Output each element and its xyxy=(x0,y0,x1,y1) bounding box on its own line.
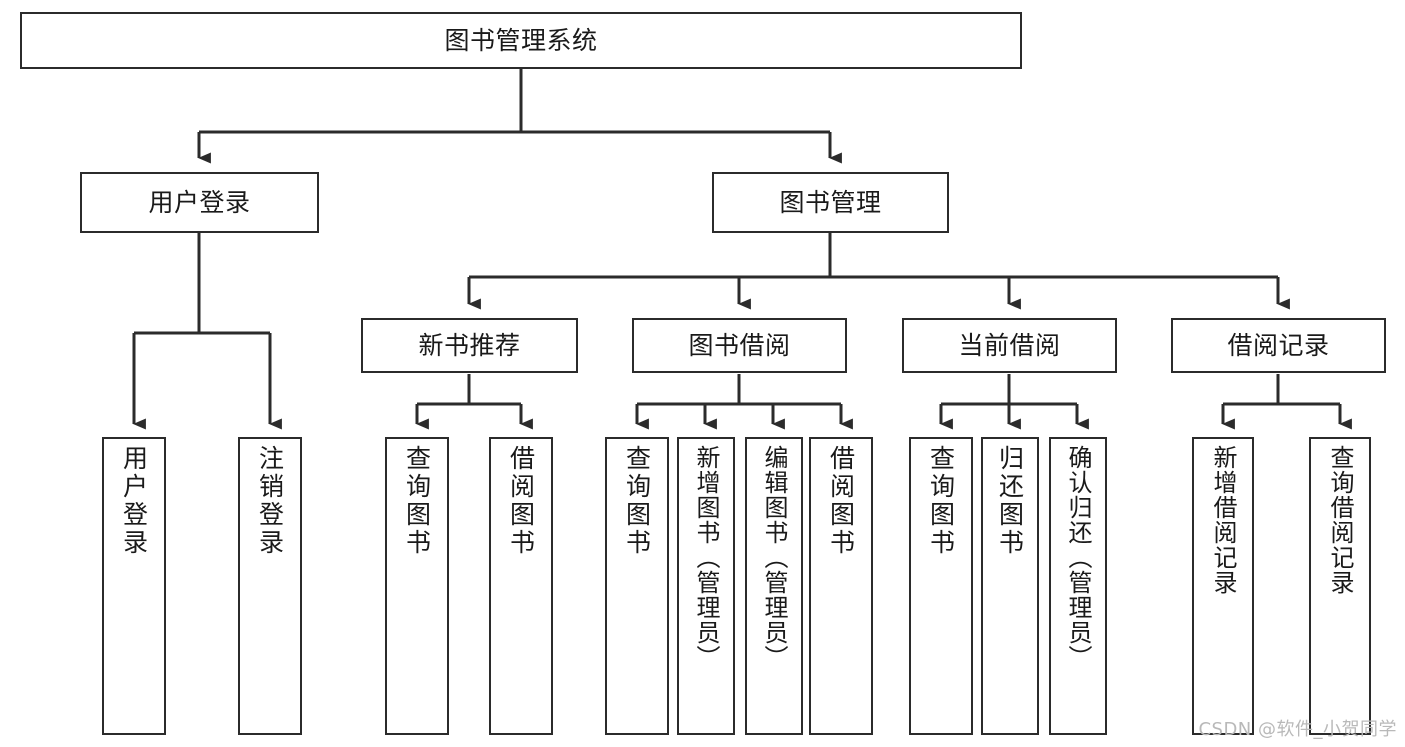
node-user-login[interactable]: 用户登录 xyxy=(80,172,319,233)
leaf-book-borrow-add-book-admin[interactable]: 新增图书（管理员） xyxy=(677,437,735,735)
leaf-current-borrow-return-books[interactable]: 归还图书 xyxy=(981,437,1039,735)
node-label: 图书管理系统 xyxy=(444,26,598,55)
node-label: 借阅记录 xyxy=(1227,331,1330,360)
node-label: 借阅图书 xyxy=(826,445,856,557)
node-new-book-recommend[interactable]: 新书推荐 xyxy=(361,318,578,373)
node-borrow-records[interactable]: 借阅记录 xyxy=(1171,318,1386,373)
node-label: 新增图书（管理员） xyxy=(692,445,720,670)
node-book-management[interactable]: 图书管理 xyxy=(712,172,949,233)
node-label: 用户登录 xyxy=(148,188,251,217)
node-label: 图书借阅 xyxy=(688,331,791,360)
leaf-book-borrow-borrow-books[interactable]: 借阅图书 xyxy=(809,437,873,735)
leaf-current-borrow-query-books[interactable]: 查询图书 xyxy=(909,437,973,735)
node-label: 借阅图书 xyxy=(506,445,536,557)
leaf-borrow-records-query-record[interactable]: 查询借阅记录 xyxy=(1309,437,1371,735)
node-label: 查询图书 xyxy=(402,445,432,557)
leaf-user-login-login[interactable]: 用户登录 xyxy=(102,437,166,735)
leaf-new-book-borrow-books[interactable]: 借阅图书 xyxy=(489,437,553,735)
node-book-borrow[interactable]: 图书借阅 xyxy=(632,318,847,373)
leaf-current-borrow-confirm-return-admin[interactable]: 确认归还（管理员） xyxy=(1049,437,1107,735)
node-label: 注销登录 xyxy=(255,445,285,557)
leaf-book-borrow-query-books[interactable]: 查询图书 xyxy=(605,437,669,735)
node-label: 编辑图书（管理员） xyxy=(760,445,788,670)
node-label: 新书推荐 xyxy=(418,331,521,360)
leaf-user-login-logout[interactable]: 注销登录 xyxy=(238,437,302,735)
node-label: 查询图书 xyxy=(926,445,956,557)
node-label: 归还图书 xyxy=(995,445,1025,557)
node-label: 图书管理 xyxy=(779,188,882,217)
leaf-book-borrow-edit-book-admin[interactable]: 编辑图书（管理员） xyxy=(745,437,803,735)
node-label: 新增借阅记录 xyxy=(1209,445,1237,595)
csdn-watermark: CSDN @软件_小贺同学 xyxy=(1198,719,1397,740)
node-label: 查询图书 xyxy=(622,445,652,557)
node-label: 用户登录 xyxy=(119,445,149,557)
node-current-borrow[interactable]: 当前借阅 xyxy=(902,318,1117,373)
leaf-borrow-records-add-record[interactable]: 新增借阅记录 xyxy=(1192,437,1254,735)
node-label: 确认归还（管理员） xyxy=(1064,445,1092,670)
node-label: 查询借阅记录 xyxy=(1326,445,1354,595)
node-root-book-management-system[interactable]: 图书管理系统 xyxy=(20,12,1022,69)
node-label: 当前借阅 xyxy=(958,331,1061,360)
leaf-new-book-query-books[interactable]: 查询图书 xyxy=(385,437,449,735)
